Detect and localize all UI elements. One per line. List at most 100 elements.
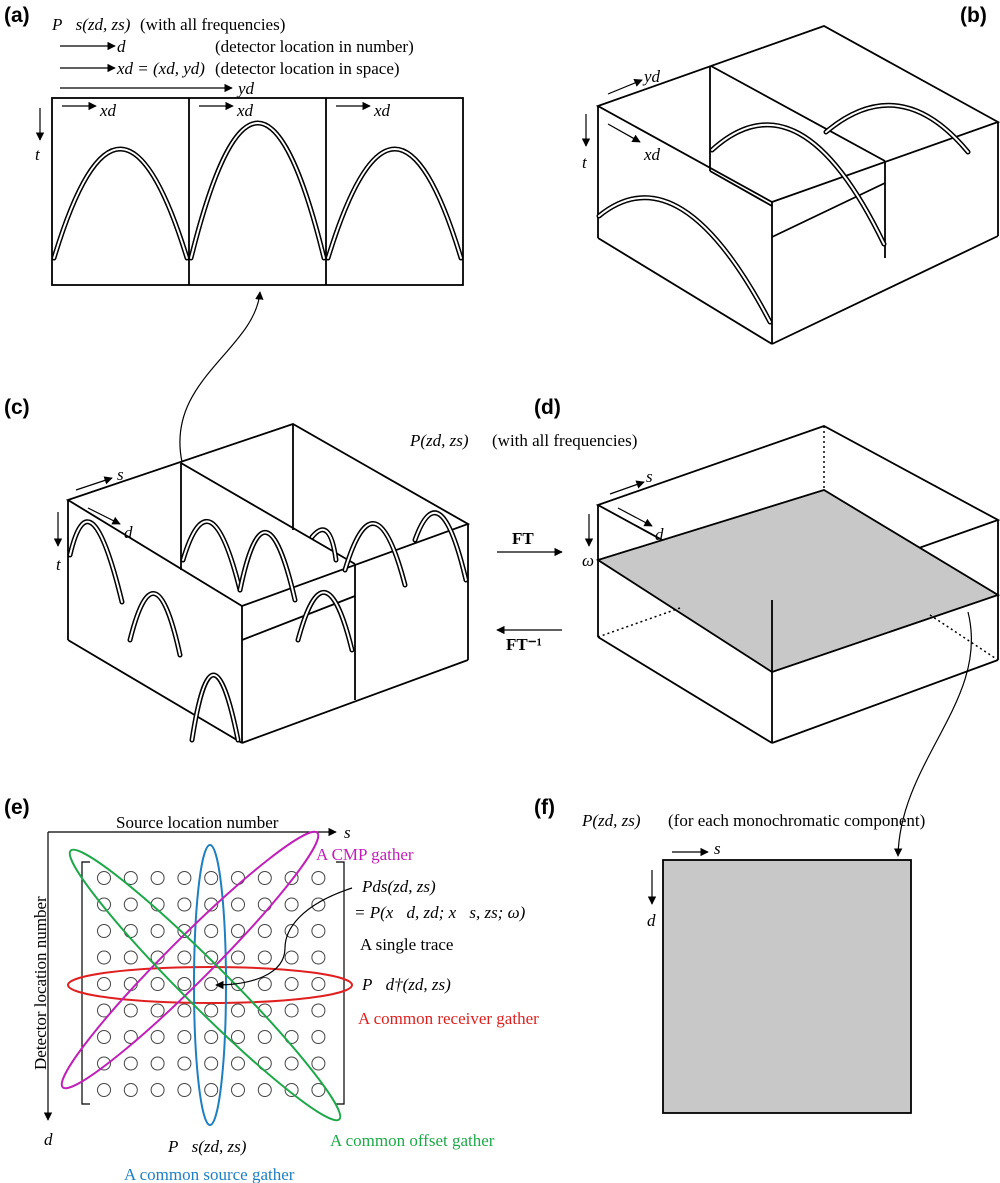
trace-cell [177,950,192,965]
trace-cell [97,1083,111,1097]
panel-b-wavefronts [596,102,971,325]
trace-cell [311,950,326,965]
panel-d-symbol-note: (with all frequencies) [492,431,637,450]
single-trace-label: A single trace [360,935,453,954]
axis-xd-label-1: xd [99,101,117,120]
trace-cell [123,871,138,885]
panel-c-wavefronts [67,510,469,743]
panel-d-s: s [646,467,653,486]
axis-t-label: t [35,145,41,164]
trace-cell [311,871,326,885]
trace-cell [311,1056,326,1071]
trace-cell [123,950,138,965]
trace-grid [97,871,326,1097]
panel-f-symbol-note: (for each monochromatic component) [668,811,925,830]
trace-cell [257,977,272,991]
axis-xd-note: (detector location in space) [215,59,400,78]
arrow-b-xd [607,123,641,143]
panel-a-label: (a) [4,4,30,27]
trace-cell [123,1083,138,1097]
trace-cell [231,924,245,938]
trace-cell [177,871,192,885]
trace-cell [204,1003,219,1018]
panel-d-box [595,425,1000,744]
connector-d-to-f [893,611,973,857]
trace-cell [257,1030,272,1044]
trace-cell [150,1056,165,1071]
matrix-bracket-right [336,861,345,1105]
panel-e: (e) Source location number s Detector lo… [4,796,539,1183]
trace-cell [231,1056,245,1071]
ps-symbol: P⃗s(zd, zs) [167,1137,247,1156]
trace-cell [231,897,245,912]
trace-cell [177,1003,192,1018]
trace-cell [231,871,245,885]
trace-cell [150,1003,165,1018]
trace-cell [284,1003,299,1018]
trace-cell [204,897,219,912]
axis-xd-eq: xd = (xd, yd) [116,59,205,78]
panel-d-symbol: P(zd, zs) [409,431,469,450]
panel-e-label: (e) [4,796,30,819]
panel-f-label: (f) [534,796,555,819]
trace-cell [311,924,326,938]
trace-cell [97,1056,111,1071]
trace-cell [123,924,138,938]
panel-d-omega: ω [582,551,594,570]
panel-a-wavefronts [51,120,464,261]
panel-d: (d) P(zd, zs) (with all frequencies) s d… [409,396,1000,744]
trace-cell [97,1030,111,1044]
panel-f-symbol: P(zd, zs) [581,811,641,830]
trace-cell [177,897,192,912]
arrow-c-s [75,476,113,491]
panel-a-symbol: P⃗s(zd, zs) [51,15,131,34]
trace-cell [284,1083,299,1097]
arrow-b-yd [607,78,643,95]
panel-c-box [65,423,471,744]
trace-cell [204,1056,219,1071]
e-axis-left-label: Detector location number [31,896,50,1070]
axis-d-label: d [117,37,126,56]
ft-inverse-label: FT⁻¹ [506,635,542,654]
panel-b-t: t [582,153,588,172]
trace-cell [231,1083,245,1097]
trace-cell [177,1030,192,1044]
monochromatic-slice [662,859,912,1114]
trace-cell [150,950,165,965]
panel-c-d: d [124,523,133,542]
trace-cell [311,1083,326,1097]
trace-cell [97,1003,111,1018]
single-trace-pointer [215,887,353,990]
trace-cell [311,977,326,991]
connector-c-to-a [179,291,264,463]
trace-cell [257,897,272,912]
trace-cell [257,924,272,938]
trace-cell [231,950,245,965]
trace-cell [311,1030,326,1044]
trace-cell [123,1030,138,1044]
trace-cell [257,950,272,965]
e-axis-s-label: s [344,823,351,842]
trace-cell [177,1056,192,1071]
panel-c-label: (c) [4,396,30,419]
trace-cell [257,1083,272,1097]
trace-cell [177,977,192,991]
common-receiver-gather-ellipse [67,966,353,1004]
panel-f-d: d [647,911,656,930]
trace-cell [311,1003,326,1018]
pds-equation-line-2: = P(x⃗d, zd; x⃗s, zs; ω) [354,903,526,922]
trace-cell [231,1003,245,1018]
frequency-slice [595,489,1000,673]
arrow-c-d [87,507,121,525]
common-offset-gather-label: A common offset gather [330,1131,495,1150]
e-axis-top-label: Source location number [116,813,279,832]
trace-cell [257,1003,272,1018]
trace-cell [177,1083,192,1097]
panel-b-box [595,25,1000,345]
panel-b: (b) yd xd t [581,4,1000,345]
panel-f-s: s [714,839,721,858]
pds-equation-line-1: Pds(zd, zs) [361,877,436,896]
trace-cell [97,924,111,938]
common-receiver-gather-label: A common receiver gather [358,1009,539,1028]
